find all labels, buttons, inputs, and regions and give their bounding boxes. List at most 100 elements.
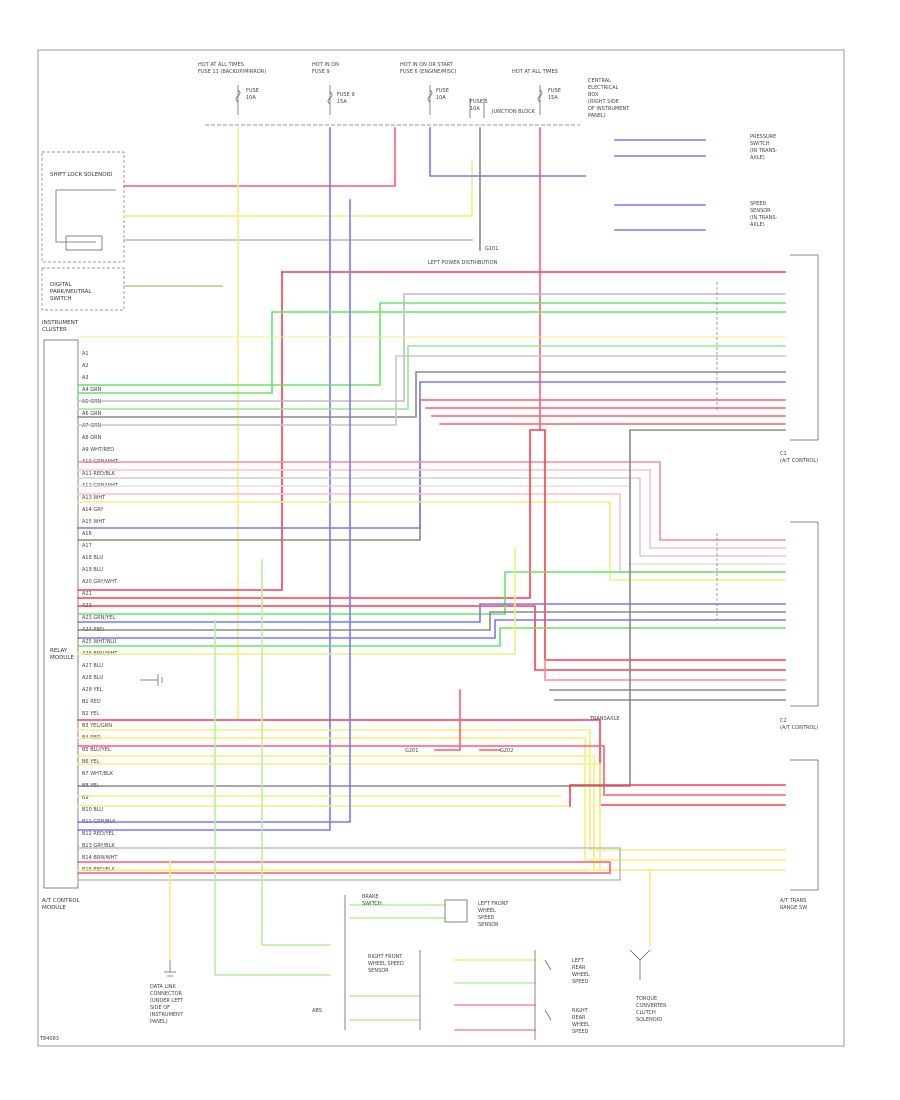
svg-text:10A: 10A [470, 106, 480, 112]
svg-text:DIGITAL: DIGITAL [50, 282, 72, 288]
ecu-pin-label: B3 YEL/GRN [82, 723, 112, 729]
svg-text:WHEEL: WHEEL [572, 972, 590, 978]
svg-text:(IN TRANS-: (IN TRANS- [750, 148, 777, 154]
svg-text:SENSOR: SENSOR [368, 968, 389, 974]
svg-text:FUSE: FUSE [548, 88, 561, 94]
svg-text:(UNDER LEFT: (UNDER LEFT [150, 998, 184, 1004]
svg-text:CLUTCH: CLUTCH [636, 1010, 656, 1016]
svg-text:FUSE 9: FUSE 9 [337, 92, 355, 98]
ecu-pin-label: A23 GRN/YEL [82, 615, 115, 621]
ecu-pin-label: B1 RED [82, 699, 101, 705]
svg-text:CONNECTOR: CONNECTOR [150, 991, 183, 997]
svg-text:CONVERTER: CONVERTER [636, 1003, 667, 1009]
svg-text:OF INSTRUMENT: OF INSTRUMENT [588, 106, 630, 112]
ecu-pin-label: A7 GRN [82, 423, 102, 429]
svg-text:AXLE): AXLE) [750, 155, 765, 161]
svg-text:HOT IN ON: HOT IN ON [312, 62, 339, 68]
svg-text:AXLE): AXLE) [750, 222, 765, 228]
svg-text:WHEEL: WHEEL [572, 1022, 590, 1028]
svg-text:SIDE OF: SIDE OF [150, 1005, 170, 1011]
bottom-components [140, 674, 651, 1040]
svg-text:HOT AT ALL TIMES: HOT AT ALL TIMES [198, 62, 244, 68]
svg-text:TORQUE: TORQUE [635, 996, 657, 1002]
ecu-pin-label: A6 GRN [82, 411, 102, 417]
svg-text:(A/T CONTROL): (A/T CONTROL) [780, 458, 818, 464]
svg-text:G101: G101 [485, 246, 498, 252]
svg-text:HOT AT ALL TIMES: HOT AT ALL TIMES [512, 69, 558, 75]
svg-text:PANEL): PANEL) [588, 113, 606, 119]
ecu-pin-label: A3 [82, 375, 89, 381]
ecu-pin-label: A18 BLU [82, 555, 103, 561]
svg-text:SPEED: SPEED [478, 915, 495, 921]
svg-text:FUSE 6 (ENGINE/MISC): FUSE 6 (ENGINE/MISC) [400, 69, 456, 75]
svg-text:FUSE: FUSE [436, 88, 449, 94]
svg-text:FUSE 11 (BACKUP/MIRROR): FUSE 11 (BACKUP/MIRROR) [198, 69, 266, 75]
svg-text:15A: 15A [548, 95, 558, 101]
ecu-pin-label: B14 BRN/WHT [82, 855, 118, 861]
svg-text:LEFT: LEFT [572, 958, 585, 964]
ecu-pin-label: A29 YEL [82, 687, 103, 693]
svg-text:CLUSTER: CLUSTER [42, 327, 67, 333]
svg-text:SENSOR: SENSOR [478, 922, 499, 928]
bottom-labels: DATA LINK CONNECTOR (UNDER LEFT SIDE OF … [39, 894, 667, 1042]
svg-text:MODULE: MODULE [42, 905, 66, 911]
svg-text:FUSE: FUSE [246, 88, 259, 94]
ecu-pin-label: A16 [82, 531, 92, 537]
ecu-pin-label: A9 WHT/RED [82, 447, 114, 453]
svg-text:RIGHT: RIGHT [572, 1008, 589, 1014]
ecu-pin-label: B13 GRY/BLK [82, 843, 115, 849]
svg-text:G201: G201 [405, 748, 418, 754]
svg-text:RELAY: RELAY [50, 648, 68, 654]
svg-text:BRAKE: BRAKE [362, 894, 379, 900]
svg-text:(A/T CONTROL): (A/T CONTROL) [780, 725, 818, 731]
ecu-pin-label: A15 WHT [82, 519, 106, 525]
ecu-pin-label: A11 RED/BLK [82, 471, 116, 477]
ecu-pin-label: B7 WHT/BLK [82, 771, 114, 777]
svg-text:C2: C2 [780, 718, 787, 724]
ecu-pin-label: A19 BLU [82, 567, 103, 573]
svg-text:BOX: BOX [588, 92, 599, 98]
svg-text:PANEL): PANEL) [150, 1019, 168, 1025]
svg-text:PARK/NEUTRAL: PARK/NEUTRAL [50, 289, 92, 295]
svg-text:SPEED: SPEED [750, 201, 767, 207]
ecu-pin-label: B2 YEL [82, 711, 99, 717]
ecu-pin-label: A1 [82, 351, 89, 357]
ecu-pin-label: B5 BLU/YEL [82, 747, 111, 753]
svg-text:15A: 15A [337, 99, 347, 105]
svg-text:PRESSURE: PRESSURE [750, 134, 776, 140]
svg-text:WHEEL: WHEEL [478, 908, 496, 914]
ecu-pin-label: A14 GRY [82, 507, 104, 513]
svg-text:ABS: ABS [312, 1008, 322, 1014]
ecu-pin-label: A13 WHT [82, 495, 106, 501]
svg-text:SWITCH: SWITCH [750, 141, 770, 147]
ecu-pin-label: A2 [82, 363, 89, 369]
svg-text:DATA LINK: DATA LINK [150, 984, 176, 990]
svg-text:WHEEL SPEED: WHEEL SPEED [368, 961, 404, 967]
svg-text:(IN TRANS-: (IN TRANS- [750, 215, 777, 221]
svg-text:TRANSAXLE: TRANSAXLE [589, 716, 620, 722]
svg-text:FUSE 5: FUSE 5 [470, 99, 488, 105]
svg-text:MODULE: MODULE [50, 655, 74, 661]
svg-text:RIGHT FRONT: RIGHT FRONT [368, 954, 403, 960]
svg-text:T84083: T84083 [39, 1036, 59, 1042]
svg-text:C1: C1 [780, 451, 787, 457]
svg-text:SENSOR: SENSOR [750, 208, 771, 214]
ecu-pin-label: B6 YEL [82, 759, 99, 765]
svg-text:SWITCH: SWITCH [362, 901, 382, 907]
svg-text:SWITCH: SWITCH [50, 296, 72, 302]
svg-text:10A: 10A [436, 95, 446, 101]
svg-text:SOLENOID: SOLENOID [636, 1017, 662, 1023]
svg-text:SPEED: SPEED [572, 1029, 589, 1035]
right-connectors [716, 254, 819, 891]
ecu-pin-label: B10 BLU [82, 807, 103, 813]
svg-text:SHIFT LOCK SOLENOID: SHIFT LOCK SOLENOID [50, 172, 112, 178]
svg-text:A/T TRANS: A/T TRANS [780, 898, 806, 904]
ecu-pin-label: B12 RED/YEL [82, 831, 115, 837]
ecu-pin-label: A27 BLU [82, 663, 103, 669]
fuse-symbols [235, 85, 543, 118]
svg-text:LEFT POWER DISTRIBUTION: LEFT POWER DISTRIBUTION [428, 260, 498, 266]
svg-text:JUNCTION BLOCK: JUNCTION BLOCK [491, 109, 536, 115]
svg-text:RANGE SW: RANGE SW [780, 905, 807, 911]
svg-text:CENTRAL: CENTRAL [588, 78, 611, 84]
